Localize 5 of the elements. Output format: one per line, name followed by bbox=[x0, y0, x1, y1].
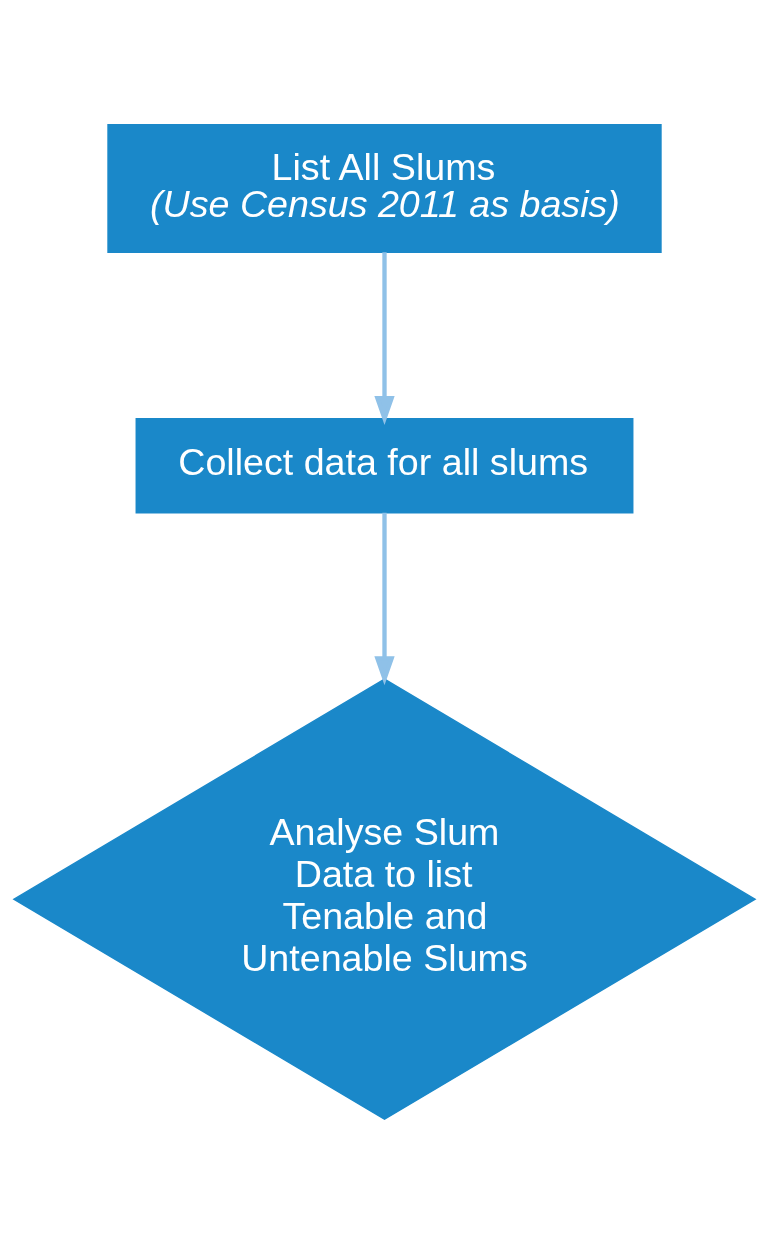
arrow bbox=[374, 512, 395, 685]
node-diamond: Analyse Slum Data to list Tenable and Untenable Slums bbox=[12, 677, 757, 1120]
arrow bbox=[374, 251, 395, 425]
node-box: Collect data for all slums bbox=[135, 417, 634, 513]
node-box: List All Slums (Use Census 2011 as basis) bbox=[107, 123, 662, 253]
